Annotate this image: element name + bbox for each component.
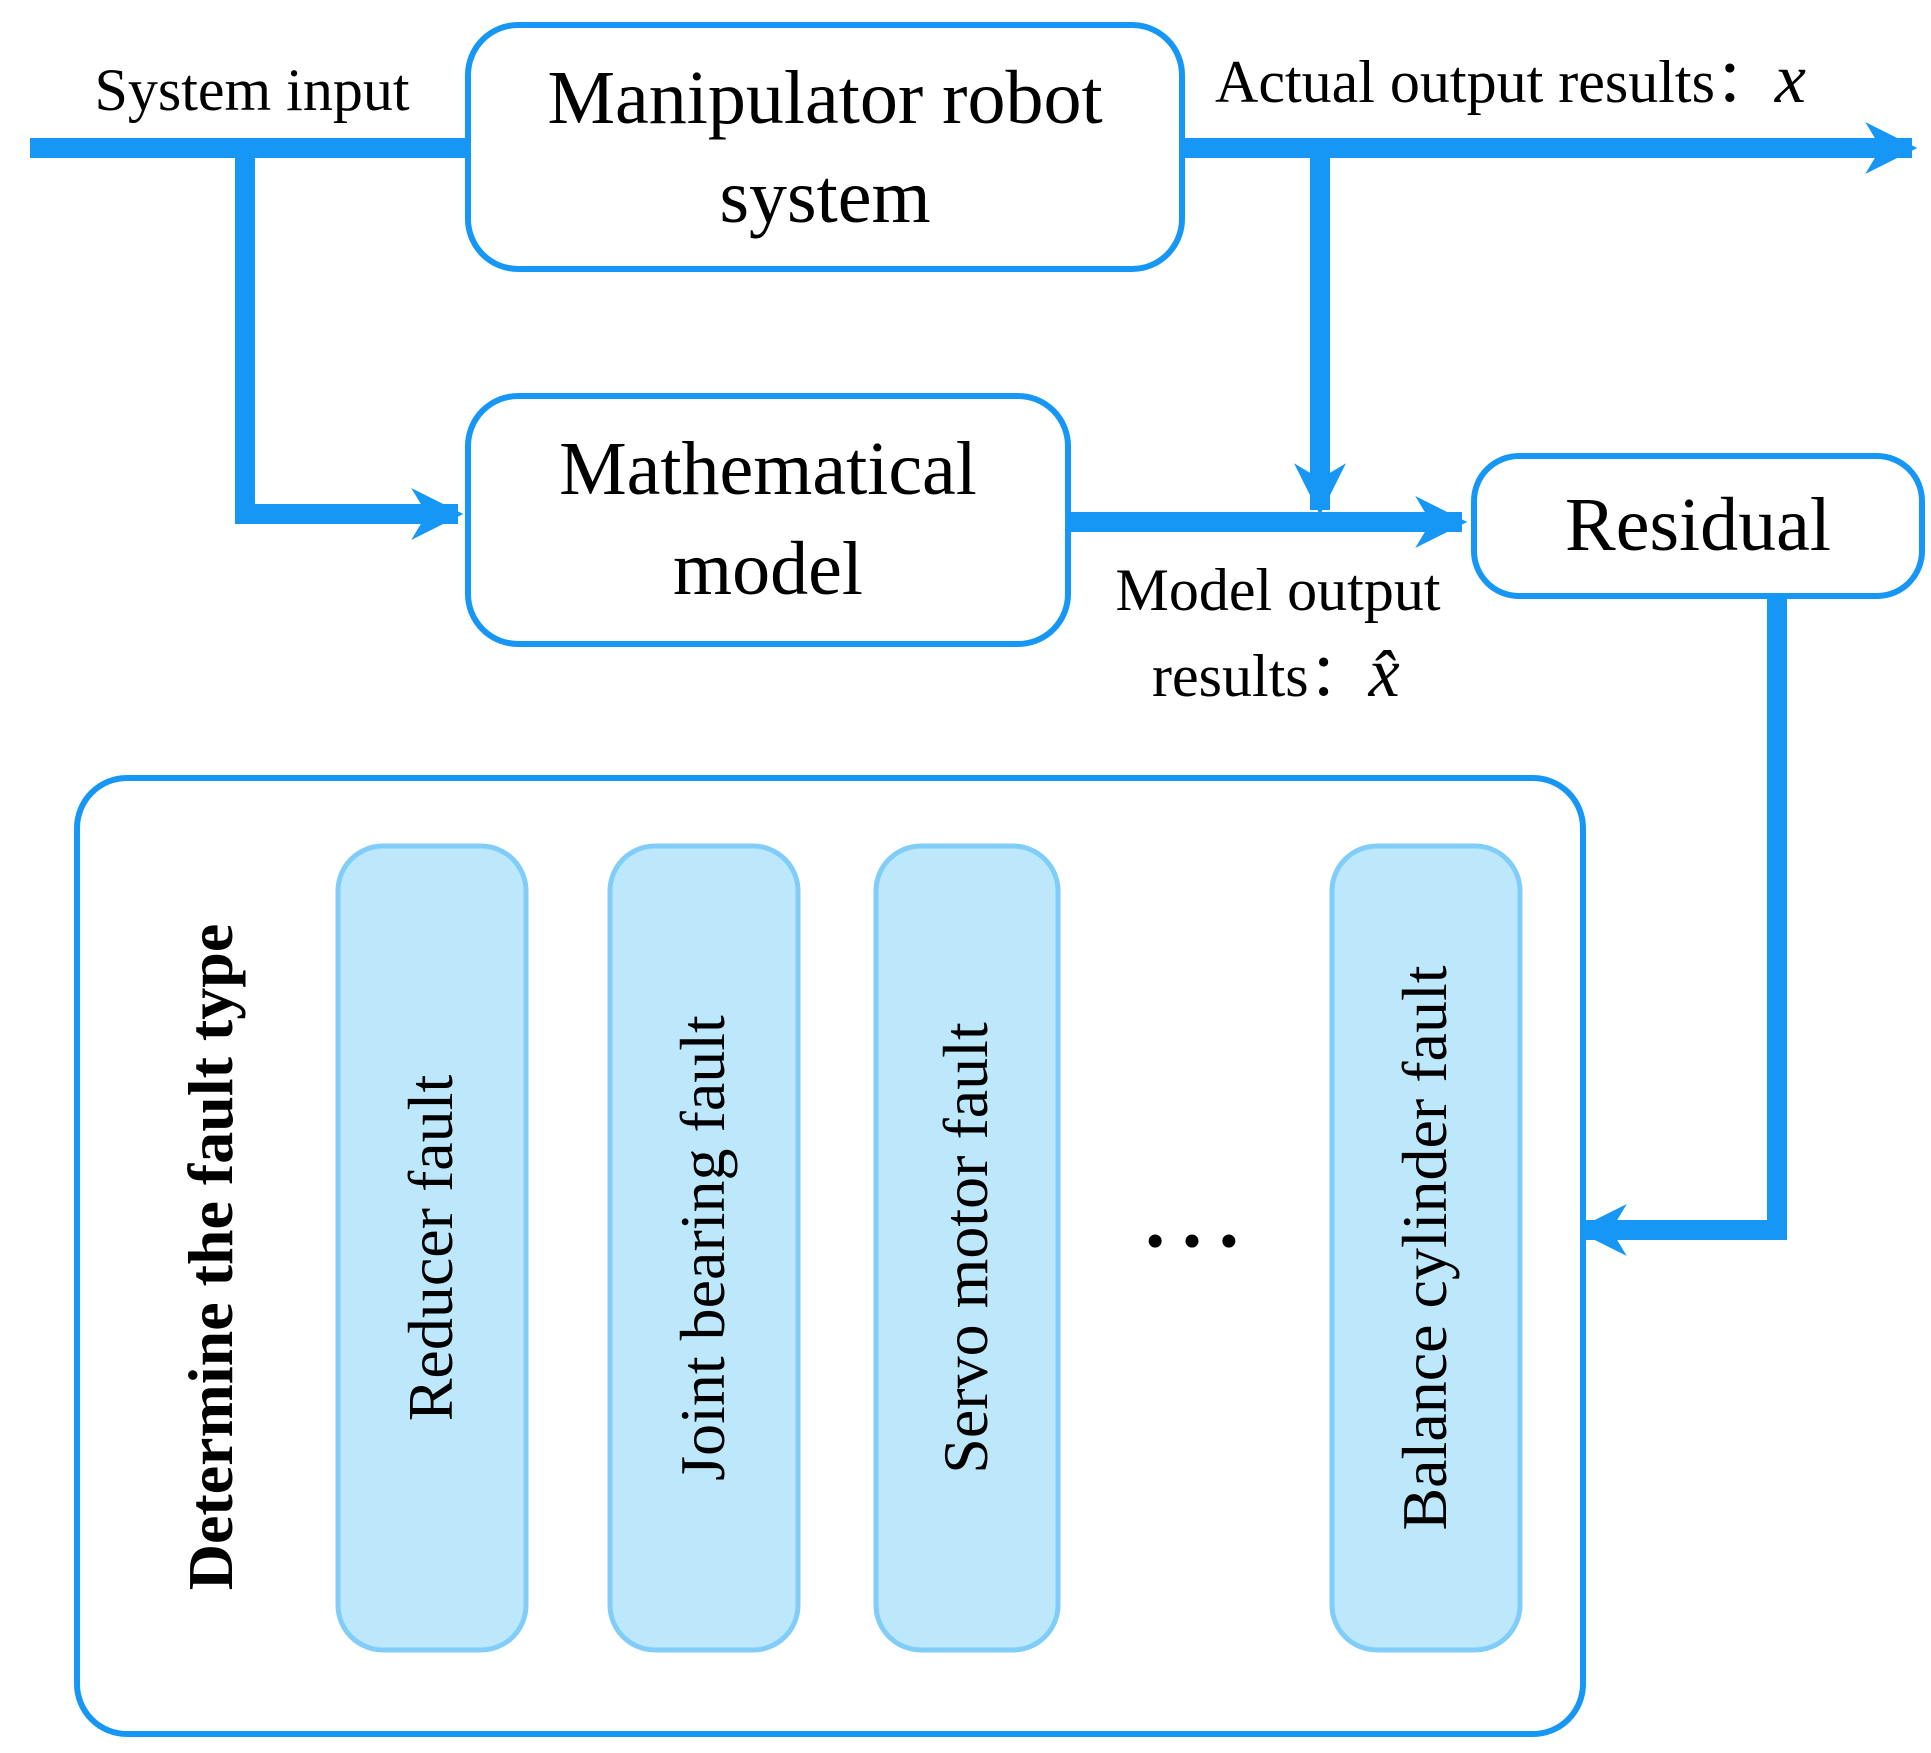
manipulator-box <box>465 22 1185 272</box>
fault-card-label: Joint bearing fault <box>667 1015 738 1481</box>
residual-label: Residual <box>1565 483 1831 567</box>
fault-type-panel: Determine the fault type Reducer fault J… <box>74 775 1586 1737</box>
fault-card-box <box>873 843 1061 1653</box>
manipulator-label-line2: system <box>719 155 930 239</box>
fault-card-label: Reducer fault <box>395 1075 466 1422</box>
fault-card-label: Servo motor fault <box>930 1022 1001 1474</box>
fault-list-ellipsis: … <box>1137 1148 1247 1270</box>
actual-output-label: Actual output results：x <box>1215 41 1806 118</box>
actual-output-label-text: Actual output results： <box>1215 49 1775 115</box>
model-output-symbol: x̂ <box>1368 635 1400 712</box>
residual-box <box>1471 453 1925 599</box>
fault-card-box <box>335 843 529 1653</box>
math-model-label-line1: Mathematical <box>559 427 977 511</box>
fault-card-box <box>607 843 801 1653</box>
fault-card-servo-motor: Servo motor fault <box>873 843 1061 1653</box>
residual-to-fault-panel-arrow <box>1574 596 1787 1256</box>
input-to-model-arrow <box>235 148 464 540</box>
actual-output-symbol: x <box>1774 41 1806 118</box>
fault-panel-title: Determine the fault type <box>175 924 246 1590</box>
mathematical-model-block: Mathematical model <box>465 393 1071 647</box>
residual-block: Residual <box>1471 453 1925 599</box>
manipulator-robot-system-block: Manipulator robot system <box>465 22 1185 272</box>
system-input-label: System input <box>94 57 409 123</box>
connectors <box>30 122 1918 1256</box>
fault-card-reducer: Reducer fault <box>335 843 529 1653</box>
model-output-label-line1: Model output <box>1116 557 1441 623</box>
fault-card-box <box>1329 843 1523 1653</box>
math-model-box <box>465 393 1071 647</box>
fault-card-balance-cylinder: Balance cylinder fault <box>1329 843 1523 1653</box>
manipulator-label-line1: Manipulator robot <box>547 56 1102 140</box>
fault-card-joint-bearing: Joint bearing fault <box>607 843 801 1653</box>
model-output-label-text: results： <box>1152 643 1369 709</box>
model-output-label-line2: results：x̂ <box>1152 635 1400 712</box>
math-model-label-line2: model <box>673 527 863 611</box>
fault-card-label: Balance cylinder fault <box>1389 965 1460 1530</box>
